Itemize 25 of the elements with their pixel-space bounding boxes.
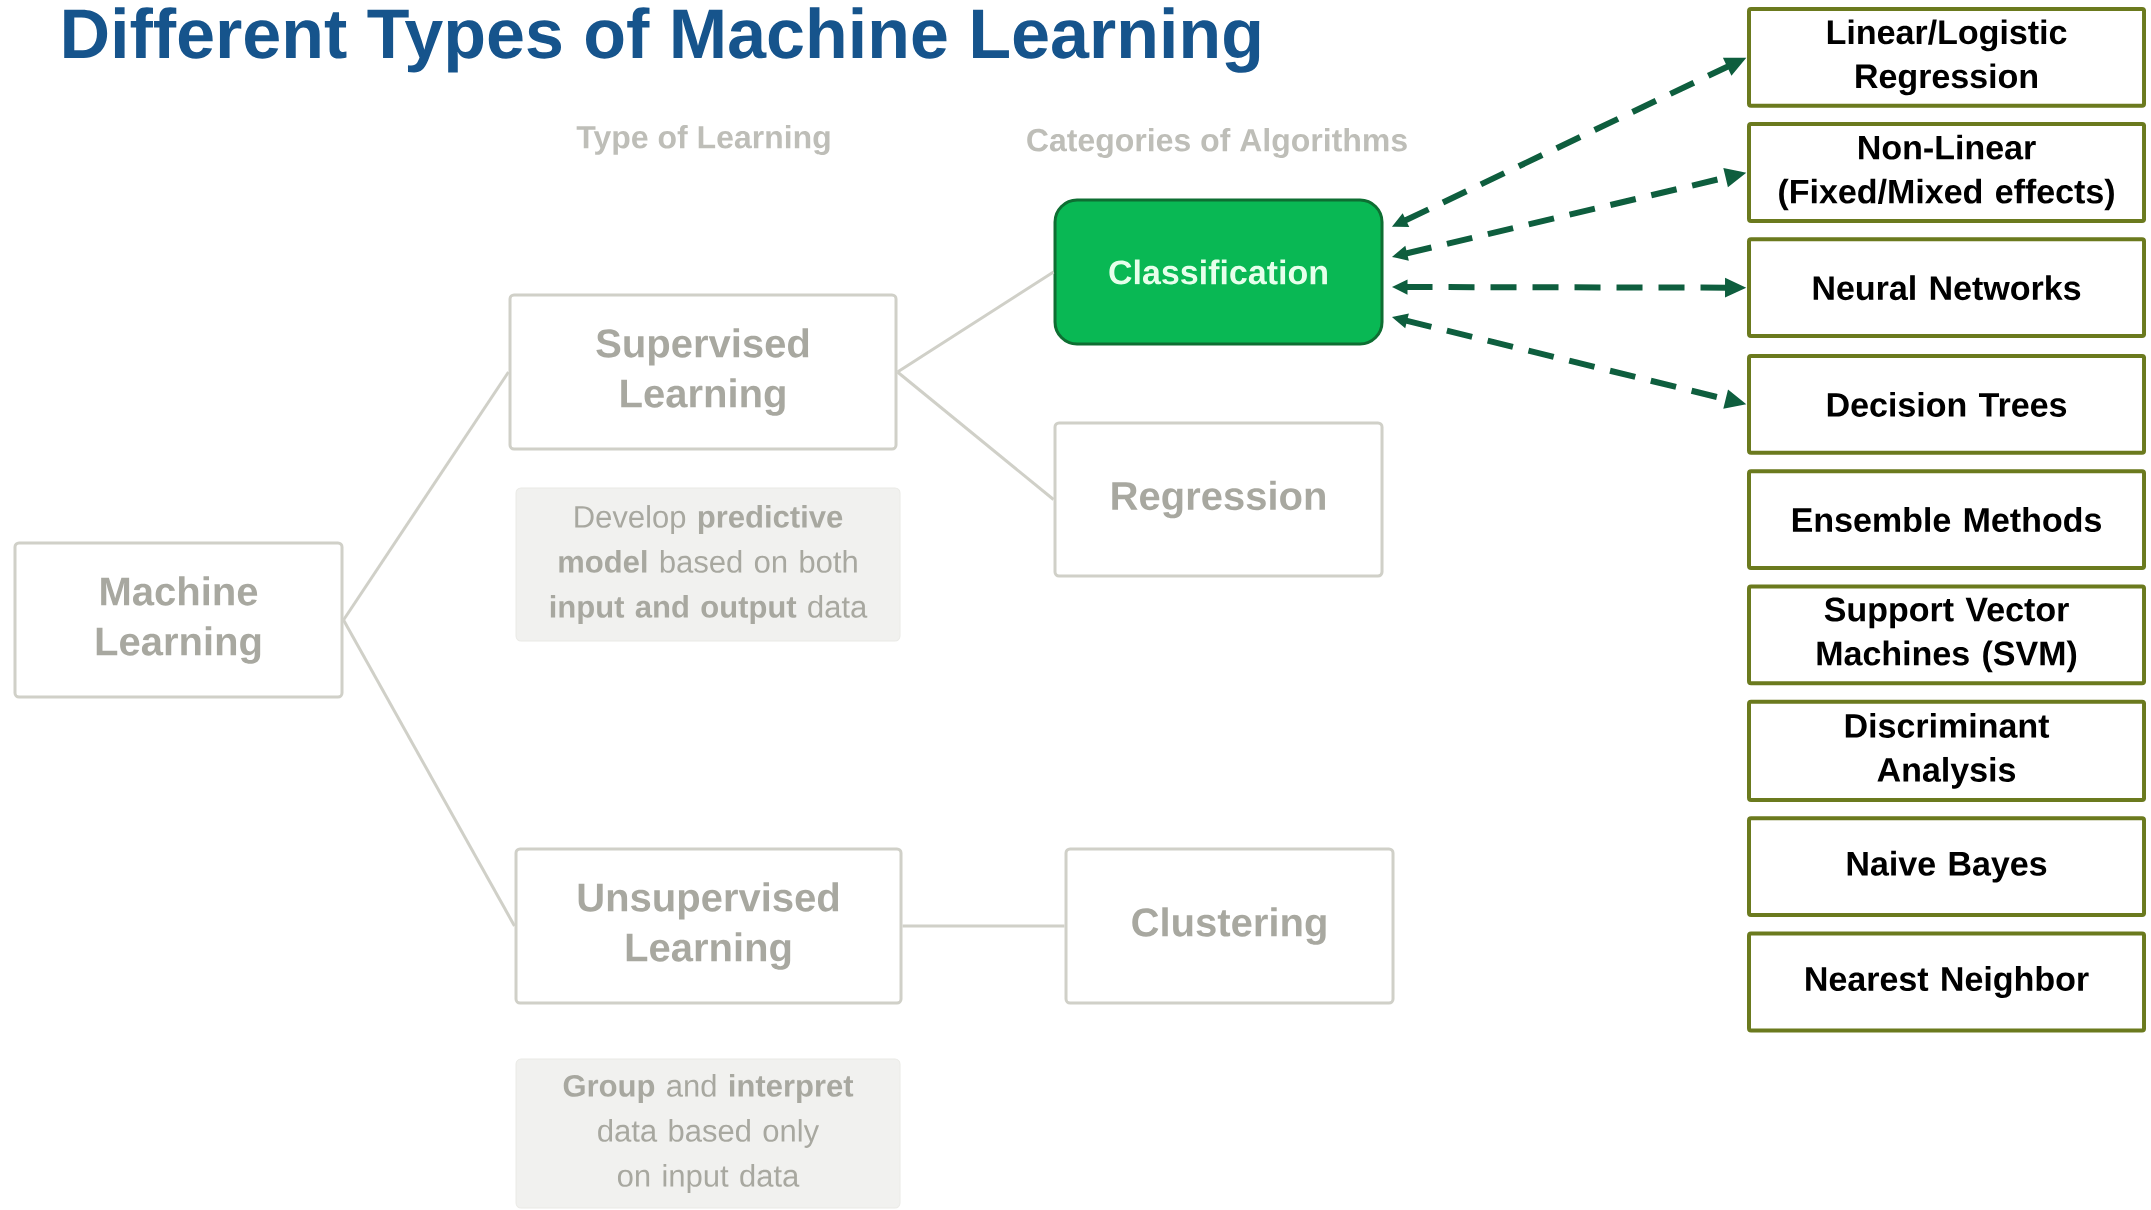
- algorithm-box: Neural Networks: [1747, 237, 2147, 339]
- algorithm-box: Nearest Neighbor: [1747, 931, 2147, 1033]
- algorithm-box: Decision Trees: [1747, 354, 2147, 455]
- process-box: Machine Learning: [13, 541, 344, 699]
- process-box: Regression: [1053, 421, 1384, 578]
- process-box: Unsupervised Learning: [514, 847, 903, 1005]
- algorithm-box: Support Vector Machines (SVM): [1747, 584, 2147, 686]
- connector-line: [342, 371, 510, 621]
- algorithm-box: Discriminant Analysis: [1747, 699, 2147, 802]
- column-heading: Type of Learning: [576, 125, 830, 155]
- connector-line: [342, 619, 516, 927]
- description-box: Develop predictive model based on both input and output data: [515, 487, 901, 642]
- connector-line: [896, 270, 1055, 374]
- description-box: Group and interpret data based only on input data: [515, 1058, 901, 1209]
- process-box: Clustering: [1064, 847, 1395, 1005]
- algorithm-box: Non-Linear (Fixed/Mixed effects): [1747, 122, 2147, 223]
- algorithm-box: Ensemble Methods: [1747, 469, 2147, 570]
- algorithm-box: Naive Bayes: [1747, 816, 2147, 918]
- connector-line: [896, 370, 1055, 501]
- process-box: Supervised Learning: [508, 293, 898, 451]
- algorithm-box: Linear/Logistic Regression: [1747, 6, 2147, 108]
- column-heading: Categories of Algorithms: [1027, 128, 1407, 158]
- diagram-title: Different Types of Machine Learning: [64, 7, 1260, 73]
- connector-line: [902, 924, 1065, 928]
- category-box: Classification: [1053, 198, 1384, 346]
